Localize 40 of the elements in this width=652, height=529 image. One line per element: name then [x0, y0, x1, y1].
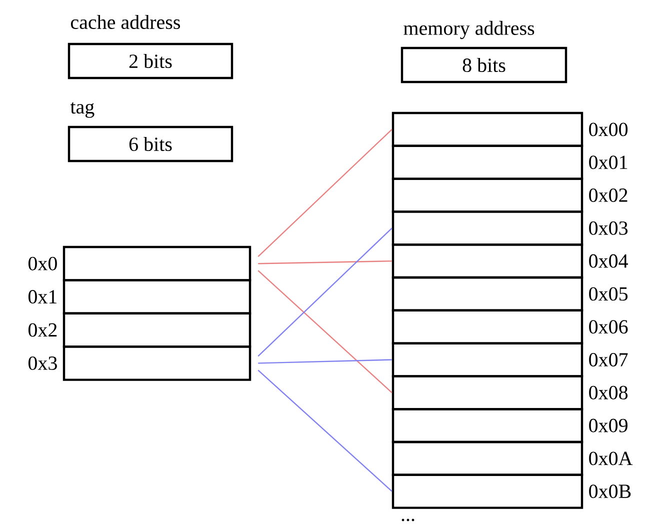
- memory-cell-box: [392, 244, 584, 279]
- node-label: tag: [70, 102, 94, 118]
- address-label: 0x03: [589, 221, 628, 235]
- node-label: cache address: [70, 14, 180, 30]
- connector-line: [258, 370, 392, 492]
- memory-cell-box: [392, 112, 584, 147]
- memory-cell-box: [392, 440, 584, 476]
- memory-cell-box: [392, 408, 584, 444]
- address-label: 0x04: [589, 254, 628, 268]
- address-label: 0x08: [589, 386, 628, 400]
- address-label: 0x05: [589, 287, 628, 301]
- memory-cell-box: [392, 375, 584, 410]
- memory-cell-box: [392, 144, 584, 180]
- address-label: 0x3: [28, 356, 57, 370]
- memory-cell-box: [392, 474, 584, 509]
- bit-field-box: tag 6 bits: [68, 102, 234, 162]
- address-label: 0x0: [28, 256, 57, 270]
- bit-field-box: memory address 8 bits: [400, 20, 568, 84]
- address-label: 0x07: [589, 353, 628, 366]
- connector-line: [258, 270, 392, 394]
- node-label: memory address: [404, 20, 534, 40]
- address-label: 0x09: [589, 418, 628, 432]
- memory-cell-box: [392, 276, 584, 312]
- address-label: 0x1: [28, 290, 56, 304]
- memory-cell-box: [392, 342, 584, 378]
- address-label: 0x06: [589, 320, 628, 334]
- address-label: 0x0A: [589, 452, 633, 466]
- address-label: 0x2: [28, 323, 57, 337]
- connector-line: [258, 228, 392, 357]
- ellipsis: ...: [402, 518, 414, 522]
- connector-line: [258, 260, 392, 264]
- address-label: 0x02: [589, 188, 628, 202]
- memory-cell-box: [392, 178, 584, 213]
- memory-cell-box: [392, 309, 584, 344]
- address-label: 0x00: [589, 122, 628, 136]
- connector-line: [258, 359, 392, 364]
- memory-cell-box: [392, 210, 584, 246]
- address-label: 0x01: [589, 156, 628, 170]
- connector-line: [258, 129, 392, 258]
- address-label: 0x0B: [589, 484, 631, 498]
